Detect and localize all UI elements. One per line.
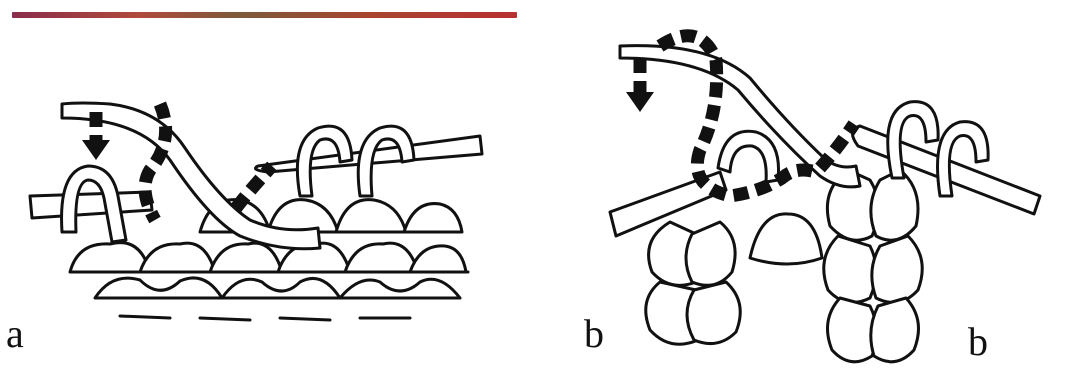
panel-b: b b [520,0,1065,376]
stitch-row-middle [70,243,468,272]
panel-a-illustration [0,0,520,376]
stitch-braid-right [824,170,922,362]
panel-b-label-right: b [968,322,988,362]
panel-b-label-left: b [584,314,604,354]
stitch-row-bottom [95,278,460,320]
dashed-direction-arrow-icon [820,124,854,168]
dashed-direction-arrow-icon [236,166,272,208]
arrowhead-icon [82,140,110,160]
left-stitch-loop-icon [718,131,779,182]
panel-a-label: a [6,314,24,354]
central-stitch [750,214,822,264]
stitch-braid-left [646,222,740,344]
panel-a: a [0,0,520,376]
arrowhead-icon [626,92,654,112]
left-needle-icon [30,192,152,218]
